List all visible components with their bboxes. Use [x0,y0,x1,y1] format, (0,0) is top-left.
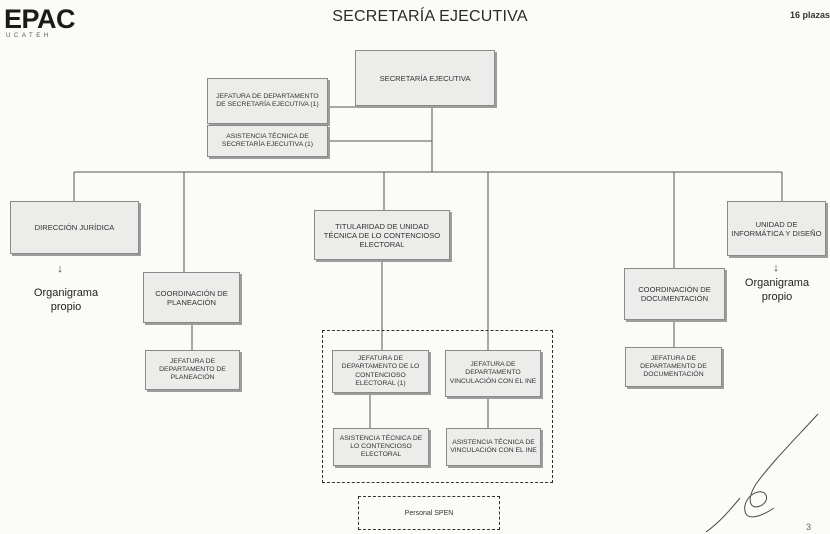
handwritten-signature [705,413,819,533]
box-jefatura-contencioso: JEFATURA DE DEPARTAMENTO DE LO CONTENCIO… [332,350,429,393]
arrow-down-icon: ↓ [773,262,779,274]
spen-dashed-group [322,330,553,483]
epac-logo: EPAC UCATEH [4,4,84,40]
box-asistencia-contencioso: ASISTENCIA TÉCNICA DE LO CONTENCIOSO ELE… [333,428,429,466]
logo-subtext: UCATEH [6,33,52,39]
box-coordinacion-documentacion: COORDINACIÓN DE DOCUMENTACIÓN [624,268,725,320]
page-title: SECRETARÍA EJECUTIVA [332,8,528,25]
box-direccion-juridica: DIRECCIÓN JURÍDICA [10,201,139,254]
box-titularidad-contencioso: TITULARIDAD DE UNIDAD TÉCNICA DE LO CONT… [314,210,450,260]
plazas-count: 16 plazas [789,10,830,20]
box-jefatura-vinculacion: JEFATURA DE DEPARTAMENTO VINCULACIÓN CON… [445,350,541,397]
organigrama-propio-right: Organigrama propio [744,277,810,303]
box-coordinacion-planeacion: COORDINACIÓN DE PLANEACIÓN [143,272,240,323]
box-asistencia-secretaria: ASISTENCIA TÉCNICA DE SECRETARÍA EJECUTI… [207,125,328,157]
organigrama-propio-left: Organigrama propio [33,287,99,313]
box-asistencia-vinculacion: ASISTENCIA TÉCNICA DE VINCULACIÓN CON EL… [446,428,541,466]
page-number: 3 [806,522,812,532]
logo-text: EPAC [4,4,76,34]
box-unidad-informatica: UNIDAD DE INFORMÁTICA Y DISEÑO [727,201,826,256]
box-secretaria-ejecutiva: SECRETARÍA EJECUTIVA [355,50,495,106]
legend-personal-spen: Personal SPEN [358,496,500,530]
arrow-down-icon: ↓ [57,263,63,275]
box-jefatura-documentacion: JEFATURA DE DEPARTAMENTO DE DOCUMENTACIÓ… [625,347,722,387]
box-jefatura-secretaria: JEFATURA DE DEPARTAMENTO DE SECRETARÍA E… [207,78,328,124]
box-jefatura-planeacion: JEFATURA DE DEPARTAMENTO DE PLANEACIÓN [145,350,240,390]
